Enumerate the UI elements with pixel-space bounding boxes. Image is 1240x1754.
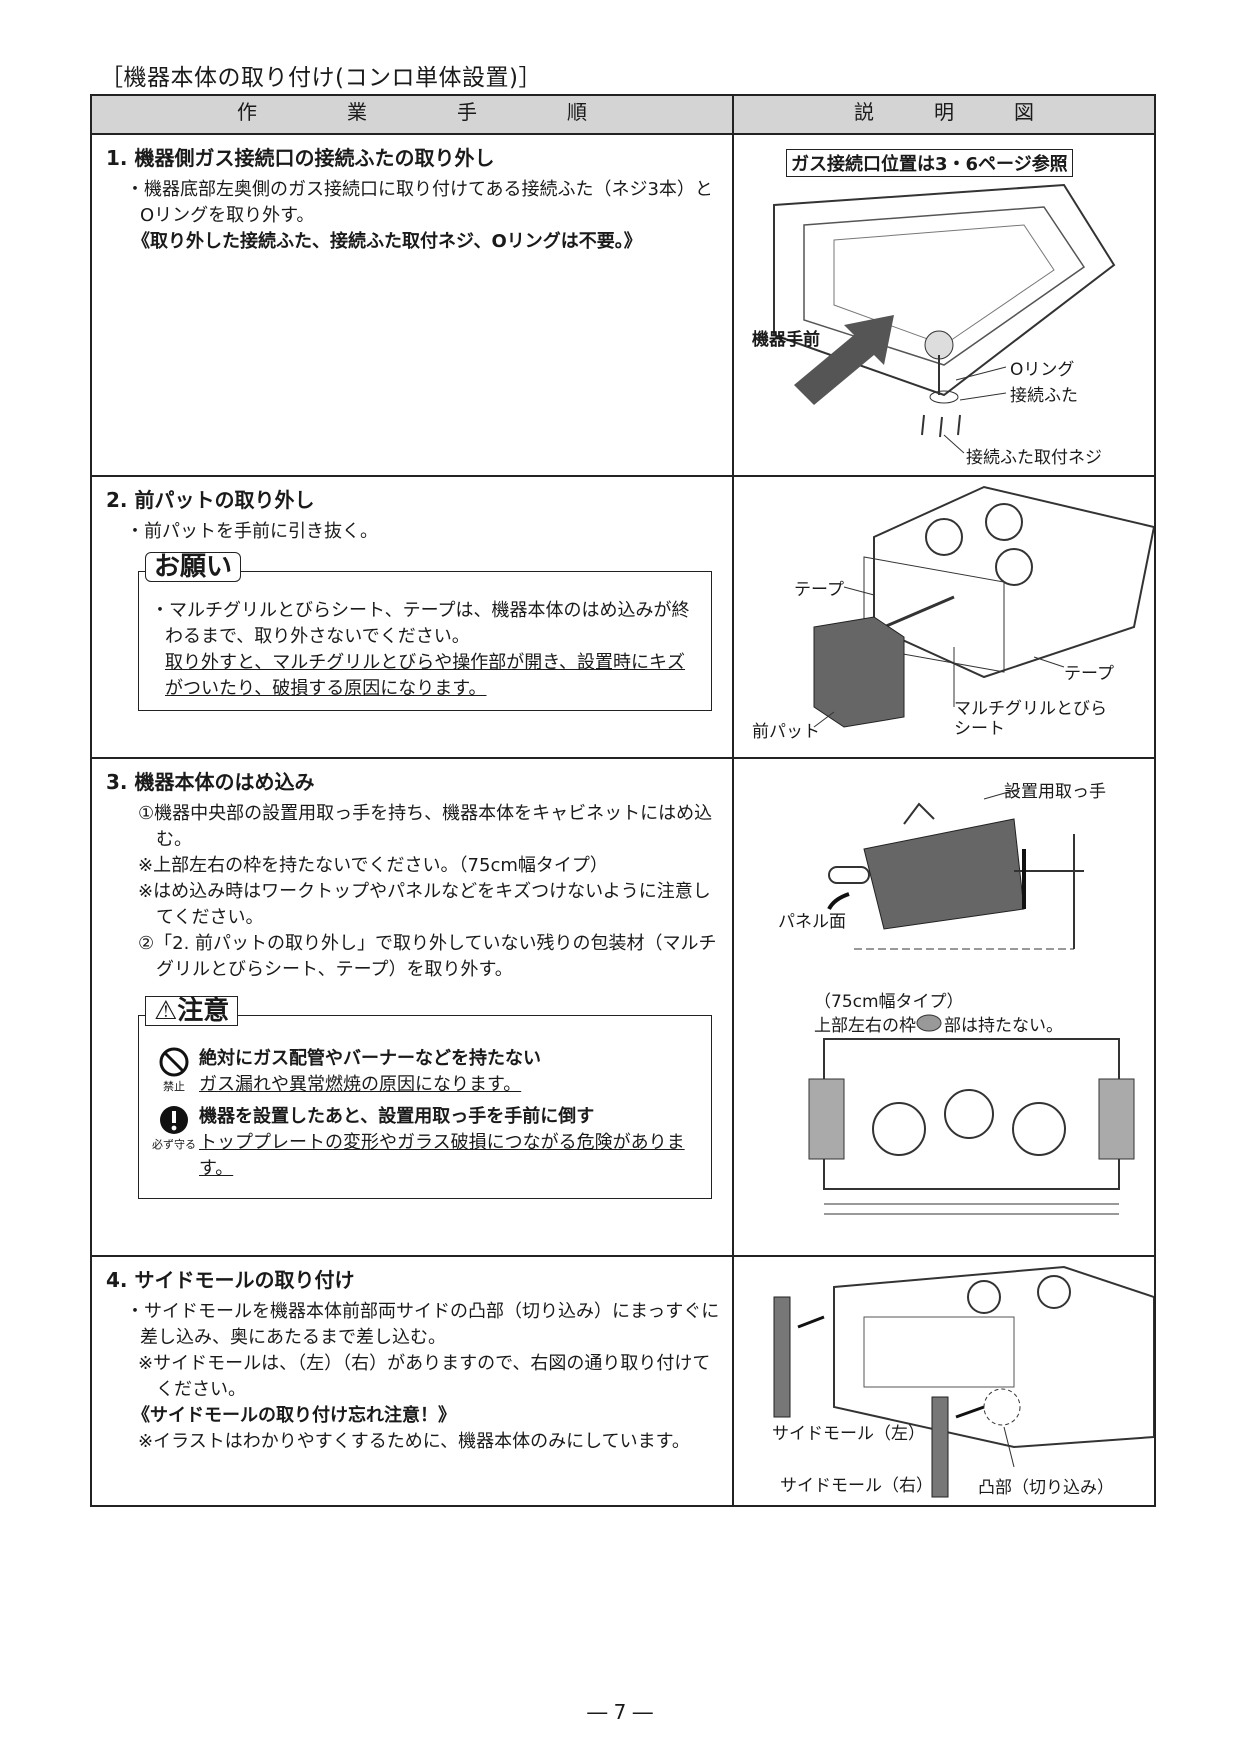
handle-label: 設置用取っ手 xyxy=(1004,782,1106,802)
step-title: 2. 前パットの取り外し xyxy=(106,488,315,512)
tape-label: テープ xyxy=(1064,664,1114,684)
caution-box: ⚠注意 禁止 絶対にガス配管やバーナーなどを持たない ガス漏れや異常燃焼の原因に… xyxy=(138,996,712,1199)
prohibited-icon: 禁止 xyxy=(149,1046,199,1093)
installation-illustration xyxy=(808,788,1135,1215)
front-pad-label: 前パット xyxy=(752,722,820,742)
procedure-table: 作 業 手 順 説 明 図 1. 機器側ガス接続口の接続ふたの取り外し ・機器底… xyxy=(90,94,1156,1507)
header-char: 順 xyxy=(567,100,587,124)
side-mold-illustration xyxy=(773,1265,1154,1498)
step-text-cell: 3. 機器本体のはめ込み ①機器中央部の設置用取っ手を持ち、機器本体をキャビネッ… xyxy=(90,757,734,1257)
notch-label: 凸部（切り込み） xyxy=(978,1478,1114,1498)
request-text: ・マルチグリルとびらシート、テープは、機器本体のはめ込みが終わるまで、取り外さな… xyxy=(151,600,690,647)
step-note: 《サイドモールの取り付け忘れ注意！》 xyxy=(132,1405,456,1426)
header-char: 図 xyxy=(1014,100,1034,124)
step-text: ※イラストはわかりやすくするために、機器本体のみにしています。 xyxy=(138,1431,690,1452)
caution-text: ガス漏れや異常燃焼の原因になります。 xyxy=(199,1074,522,1095)
front-label: 機器手前 xyxy=(752,330,820,350)
header-illustration: 説 明 図 xyxy=(732,94,1156,135)
header-char: 作 xyxy=(237,100,257,124)
mandatory-icon: 必ず守る xyxy=(149,1104,199,1151)
caution-item: 必ず守る 機器を設置したあと、設置用取っ手を手前に倒す トッププレートの変形やガ… xyxy=(149,1104,701,1182)
step-row: 4. サイドモールの取り付け ・サイドモールを機器本体前部両サイドの凸部（切り込… xyxy=(90,1255,1156,1507)
step-figure-cell: サイドモール（左） サイドモール（右） 凸部（切り込み） xyxy=(732,1255,1156,1507)
page-number: ― 7 ― xyxy=(587,1700,653,1724)
header-char: 説 xyxy=(854,100,874,124)
page-title: ［機器本体の取り付け(コンロ単体設置)］ xyxy=(100,65,542,91)
front-pad-illustration xyxy=(813,485,1154,728)
tape-label: テープ xyxy=(794,580,844,600)
step-text: ②「2. 前パットの取り外し」で取り外していない残りの包装材（マルチグリルとびら… xyxy=(138,933,717,980)
type75-label: （75cm幅タイプ） xyxy=(814,992,964,1012)
panel-label: パネル面 xyxy=(778,912,846,932)
step-note: 《取り外した接続ふた、接続ふた取付ネジ、Oリングは不要。》 xyxy=(132,231,642,252)
step-text: ※はめ込み時はワークトップやパネルなどをキズつけないように注意してください。 xyxy=(138,881,711,928)
header-char: 手 xyxy=(457,100,477,124)
oring-label: Oリング xyxy=(1010,360,1075,380)
table-header-row: 作 業 手 順 説 明 図 xyxy=(90,94,1156,135)
request-warning: 取り外すと、マルチグリルとびらや操作部が開き、設置時にキズがついたり、破損する原… xyxy=(165,652,686,699)
caution-heading: 絶対にガス配管やバーナーなどを持たない xyxy=(199,1048,541,1069)
caution-tag: ⚠注意 xyxy=(145,996,239,1026)
side-mold-right-label: サイドモール（右） xyxy=(780,1476,933,1496)
header-char: 明 xyxy=(934,100,954,124)
sheet-label: マルチグリルとびら シート xyxy=(954,699,1107,739)
caution-heading: 機器を設置したあと、設置用取っ手を手前に倒す xyxy=(199,1106,595,1127)
request-tag: お願い xyxy=(145,552,242,582)
step-text-cell: 2. 前パットの取り外し ・前パットを手前に引き抜く。 お願い ・マルチグリルと… xyxy=(90,475,734,759)
step-title: 4. サイドモールの取り付け xyxy=(106,1268,355,1292)
caution-text: トッププレートの変形やガラス破損につながる危険があります。 xyxy=(199,1132,685,1179)
step-figure-cell: テープ テープ 前パット マルチグリルとびら シート xyxy=(732,475,1156,759)
frame-label: 上部左右の枠 xyxy=(814,1016,916,1036)
step-figure-cell: ガス接続口位置は3・6ページ参照 機器手前 O xyxy=(732,133,1156,477)
step-row: 2. 前パットの取り外し ・前パットを手前に引き抜く。 お願い ・マルチグリルと… xyxy=(90,475,1156,759)
step-text: ①機器中央部の設置用取っ手を持ち、機器本体をキャビネットにはめ込む。 xyxy=(138,803,713,850)
step-text: ・サイドモールを機器本体前部両サイドの凸部（切り込み）にまっすぐに差し込み、奥に… xyxy=(126,1301,720,1348)
request-box: お願い ・マルチグリルとびらシート、テープは、機器本体のはめ込みが終わるまで、取… xyxy=(138,552,712,711)
step-title: 1. 機器側ガス接続口の接続ふたの取り外し xyxy=(106,146,495,170)
frame-note-label: 部は持たない。 xyxy=(944,1016,1063,1036)
step-row: 1. 機器側ガス接続口の接続ふたの取り外し ・機器底部左奥側のガス接続口に取り付… xyxy=(90,133,1156,477)
step-text-cell: 4. サイドモールの取り付け ・サイドモールを機器本体前部両サイドの凸部（切り込… xyxy=(90,1255,734,1507)
step-text: ※上部左右の枠を持たないでください。（75cm幅タイプ） xyxy=(138,855,608,876)
cap-label: 接続ふた xyxy=(1010,386,1078,406)
step-title: 3. 機器本体のはめ込み xyxy=(106,770,315,794)
header-char: 業 xyxy=(347,100,367,124)
step-text: ※サイドモールは、（左）（右）がありますので、右図の通り取り付けてください。 xyxy=(138,1353,711,1400)
mandatory-icon-label: 必ず守る xyxy=(152,1138,196,1151)
step-text: ・前パットを手前に引き抜く。 xyxy=(126,521,378,542)
header-work-procedure: 作 業 手 順 xyxy=(90,94,734,135)
step-row: 3. 機器本体のはめ込み ①機器中央部の設置用取っ手を持ち、機器本体をキャビネッ… xyxy=(90,757,1156,1257)
caution-item: 禁止 絶対にガス配管やバーナーなどを持たない ガス漏れや異常燃焼の原因になります… xyxy=(149,1046,701,1098)
step-figure-cell: 設置用取っ手 パネル面 （75cm幅タイプ） 上部左右の枠 部は持たない。 xyxy=(732,757,1156,1257)
reference-box: ガス接続口位置は3・6ページ参照 xyxy=(786,149,1073,177)
step-text: ・機器底部左奥側のガス接続口に取り付けてある接続ふた（ネジ3本）とOリングを取り… xyxy=(126,179,713,226)
gas-port-illustration xyxy=(773,183,1116,454)
screw-label: 接続ふた取付ネジ xyxy=(966,448,1102,468)
side-mold-left-label: サイドモール（左） xyxy=(772,1424,925,1444)
prohibited-icon-label: 禁止 xyxy=(163,1080,185,1093)
step-text-cell: 1. 機器側ガス接続口の接続ふたの取り外し ・機器底部左奥側のガス接続口に取り付… xyxy=(90,133,734,477)
